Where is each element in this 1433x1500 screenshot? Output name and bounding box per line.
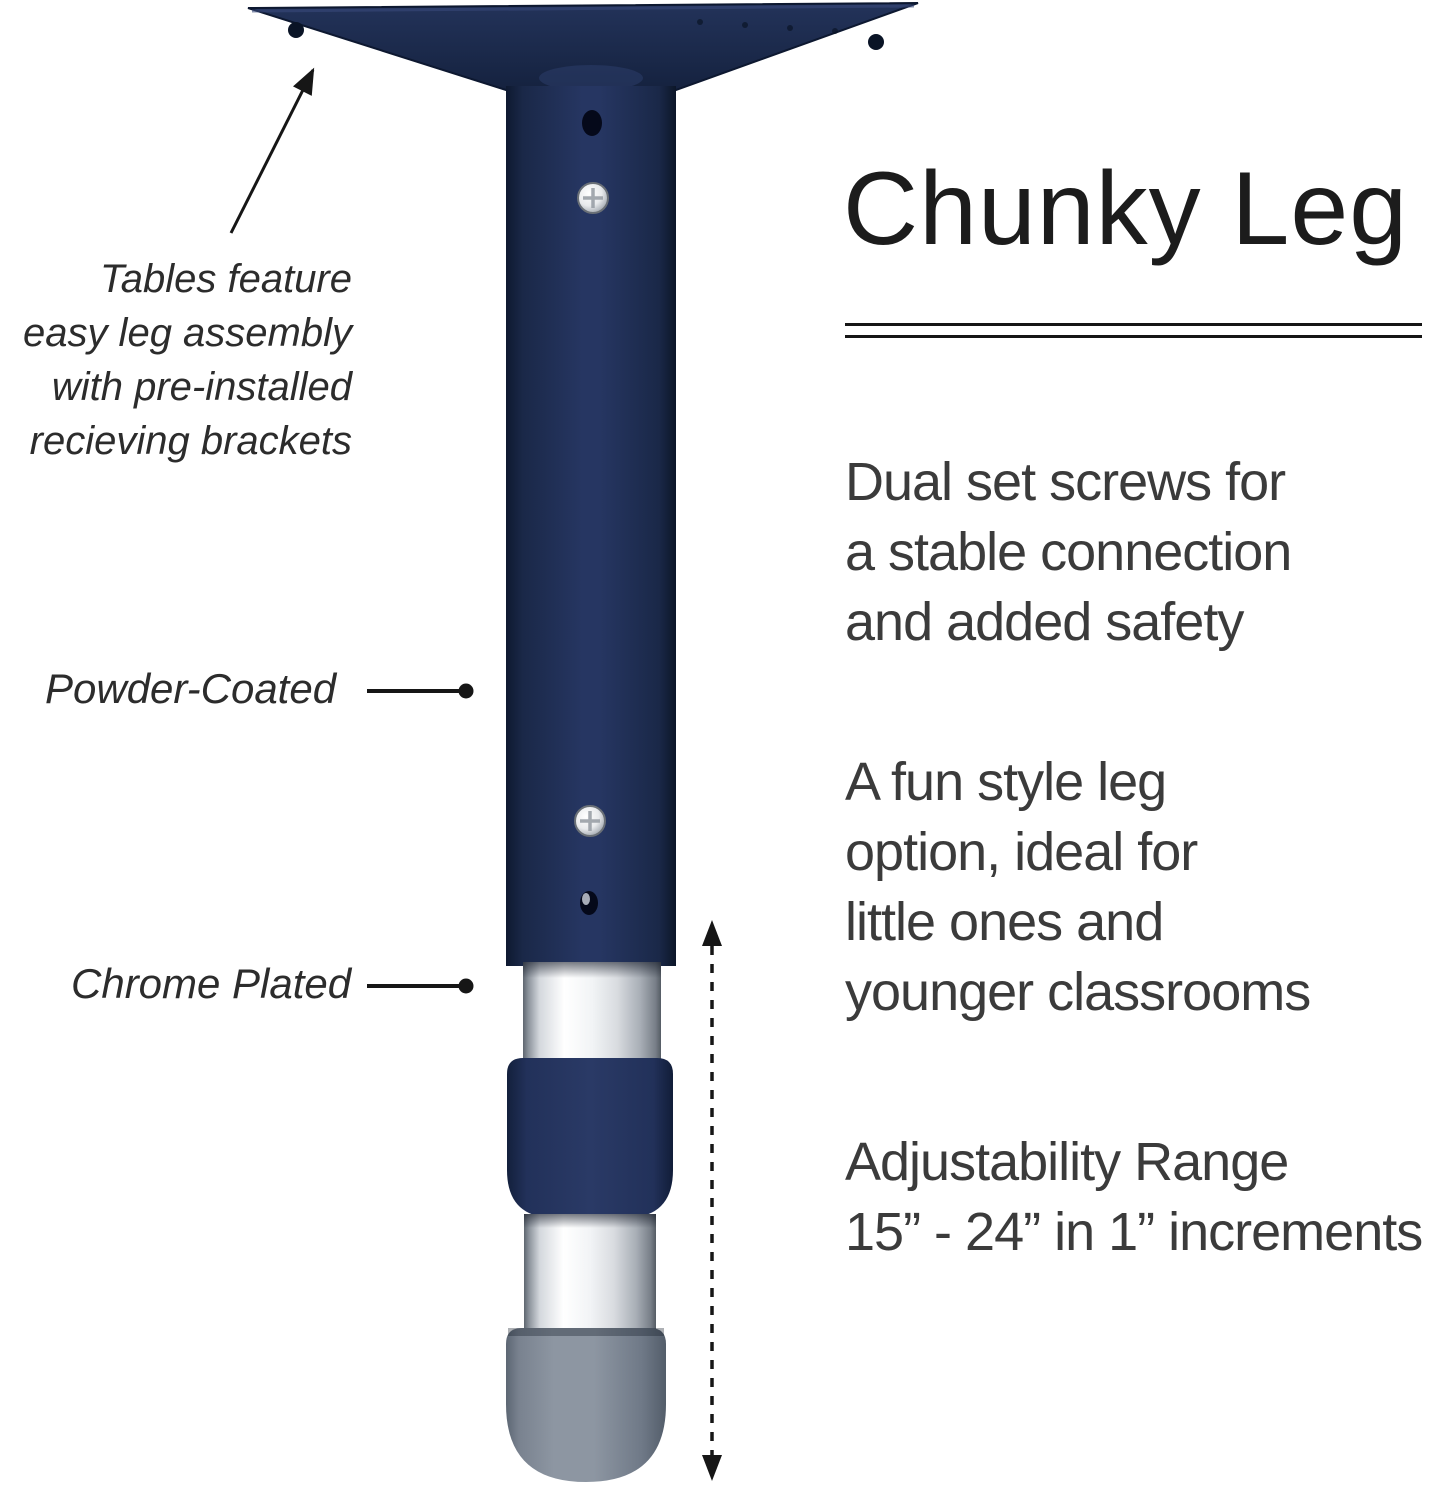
title-double-rule [845, 323, 1422, 338]
plate-screw-hole-right [868, 34, 884, 50]
leg-collar [507, 1058, 673, 1218]
weld-seam [539, 65, 643, 91]
feature-fun-style: A fun style leg option, ideal for little… [845, 752, 1311, 1022]
foot-cap [506, 1328, 666, 1482]
chrome-upper-tube [523, 962, 661, 1060]
bracket-note: Tables feature easy leg assembly with pr… [22, 257, 352, 463]
plate-screw-hole-left [288, 22, 304, 38]
page-title: Chunky Leg [843, 151, 1409, 267]
chrome-plated-label: Chrome Plated [71, 960, 352, 1007]
powder-coated-pointer [367, 683, 474, 699]
top-adjustment-hole [582, 110, 602, 136]
powder-coated-label: Powder-Coated [45, 665, 337, 712]
set-screw-bottom [574, 805, 606, 837]
lower-adjustment-hole [580, 891, 598, 915]
chrome-plated-pointer [367, 978, 474, 994]
chrome-lower-tube [524, 1214, 656, 1336]
set-screw-top [577, 182, 609, 214]
mounting-plate [247, 2, 919, 91]
plate-serrations [697, 19, 838, 34]
feature-adjustability-range: Adjustability Range 15” - 24” in 1” incr… [845, 1132, 1423, 1262]
feature-dual-set-screws: Dual set screws for a stable connection … [845, 452, 1292, 652]
adjustability-arrow [702, 920, 722, 1481]
bracket-arrow [229, 67, 315, 234]
